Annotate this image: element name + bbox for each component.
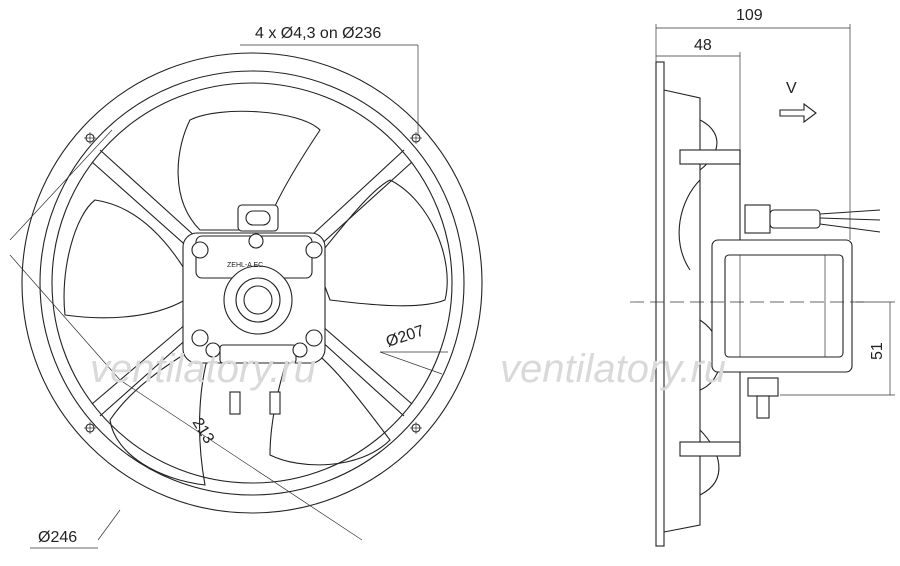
front-dimension-lines <box>9 44 448 549</box>
motor-stamp: ZEHL-A EC <box>227 262 263 269</box>
front-view: ZEHL-A EC 4 x Ø4,3 on Ø236 Ø246 Ø207 213 <box>9 25 483 549</box>
outer-diameter-dimension: Ø246 <box>38 529 77 546</box>
diagonal-dimension: 213 <box>189 415 218 447</box>
airflow-label: V <box>786 80 797 97</box>
outer-ring-inner <box>39 70 465 496</box>
motor-housing: ZEHL-A EC <box>182 204 326 415</box>
outer-ring <box>21 52 483 514</box>
mounting-holes <box>84 132 422 434</box>
watermark-left: ventilatory.ru <box>90 347 316 391</box>
offset-dimension: 51 <box>869 342 886 360</box>
watermark-right: ventilatory.ru <box>500 347 726 391</box>
side-view: 109 48 V 51 <box>630 7 895 547</box>
impeller-ring <box>51 82 453 484</box>
side-dimension-lines <box>655 24 895 396</box>
impeller-diameter-dimension: Ø207 <box>384 323 427 351</box>
flange-depth-dimension: 48 <box>694 37 712 54</box>
holes-dimension: 4 x Ø4,3 on Ø236 <box>255 25 381 42</box>
overall-depth-dimension: 109 <box>736 7 763 24</box>
